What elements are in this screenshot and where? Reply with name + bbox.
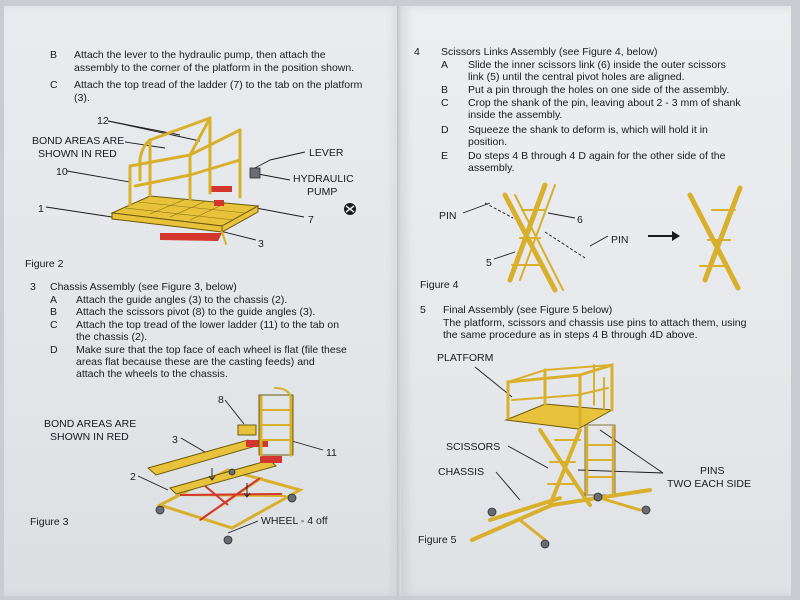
step-b-text-line2: assembly to the corner of the platform i…	[74, 62, 355, 74]
fig2-callout-10: 10	[56, 166, 68, 178]
step-3d-text-line3: attach the wheels to the chassis.	[76, 368, 228, 380]
step-b-text-line1: Attach the lever to the hydraulic pump, …	[74, 49, 326, 61]
fig5-scissors-label: SCISSORS	[446, 441, 501, 453]
fig3-callout-2: 2	[130, 471, 136, 483]
fig2-bond-note-line2: SHOWN IN RED	[38, 148, 117, 160]
fig2-callout-12: 12	[97, 115, 109, 127]
figure-5-caption: Figure 5	[418, 534, 457, 546]
fig4-callout-6: 6	[577, 214, 583, 226]
step-5-text-line2: the same procedure as in steps 4 B throu…	[443, 329, 698, 341]
step-4d-text-line2: position.	[468, 136, 508, 148]
fig5-chassis-label: CHASSIS	[438, 466, 485, 478]
figure-2-caption: Figure 2	[25, 258, 64, 270]
figure-5-final-assembly-drawing	[470, 362, 664, 549]
fig5-pins-label-line1: PINS	[700, 465, 725, 477]
fig2-bond-note-line1: BOND AREAS ARE	[32, 135, 125, 147]
left-page	[4, 6, 399, 596]
step-4e-letter: E	[441, 150, 449, 162]
step-c-text-line1: Attach the top tread of the ladder (7) t…	[74, 79, 363, 91]
step-b-letter: B	[50, 49, 58, 61]
step-4b-letter: B	[441, 84, 449, 96]
fig3-wheel-label: WHEEL - 4 off	[261, 515, 328, 527]
fig2-pump-label-line2: PUMP	[307, 186, 338, 198]
step-4d-letter: D	[441, 124, 449, 136]
step-5-text-line1: The platform, scissors and chassis use p…	[443, 317, 747, 329]
fig3-bond-note-line1: BOND AREAS ARE	[44, 418, 137, 430]
step-3c-letter: C	[50, 319, 58, 331]
step-3b-text: Attach the scissors pivot (8) to the gui…	[76, 306, 316, 318]
figure-3-caption: Figure 3	[30, 516, 69, 528]
step-4a-text-line2: link (5) until the central pivot holes a…	[468, 71, 685, 83]
step-4c-text-line1: Crop the shank of the pin, leaving about…	[468, 97, 741, 109]
figure-4-caption: Figure 4	[420, 279, 459, 291]
step-4e-text-line1: Do steps 4 B through 4 D again for the o…	[468, 150, 726, 162]
step-4c-letter: C	[441, 97, 449, 109]
step-3c-text-line1: Attach the top tread of the lower ladder…	[76, 319, 340, 331]
step-3d-text-line1: Make sure that the top face of each whee…	[76, 344, 347, 356]
fig3-callout-8: 8	[218, 394, 224, 406]
fig4-callout-5: 5	[486, 257, 492, 269]
fig2-pump-label-line1: HYDRAULIC	[293, 173, 354, 185]
fig2-callout-7: 7	[308, 214, 314, 226]
step-4-title: Scissors Links Assembly (see Figure 4, b…	[441, 46, 658, 58]
step-3a-letter: A	[50, 294, 58, 306]
step-3c-text-line2: the chassis (2).	[76, 331, 148, 343]
figure-2-platform-drawing	[45, 116, 356, 245]
fig4-pin-right-label: PIN	[611, 234, 629, 246]
fig5-platform-label: PLATFORM	[437, 352, 494, 364]
step-4-number: 4	[414, 46, 420, 58]
fig3-callout-3: 3	[172, 434, 178, 446]
step-4d-text-line1: Squeeze the shank to deform is, which wi…	[468, 124, 708, 136]
figure-4-scissors-drawing	[462, 182, 743, 293]
step-5-number: 5	[420, 304, 426, 316]
step-3d-letter: D	[50, 344, 58, 356]
step-3b-letter: B	[50, 306, 58, 318]
step-c-text-line2: (3).	[74, 92, 90, 104]
fig2-callout-3: 3	[258, 238, 264, 250]
step-4c-text-line2: inside the assembly.	[468, 109, 563, 121]
fig5-pins-label-line2: TWO EACH SIDE	[667, 478, 752, 490]
step-4e-text-line2: assembly.	[468, 162, 515, 174]
step-c-letter: C	[50, 79, 58, 91]
step-5-title: Final Assembly (see Figure 5 below)	[443, 304, 613, 316]
step-3-title: Chassis Assembly (see Figure 3, below)	[50, 281, 237, 293]
fig4-pin-left-label: PIN	[439, 210, 457, 222]
figure-3-chassis-drawing	[137, 387, 324, 545]
step-3a-text: Attach the guide angles (3) to the chass…	[76, 294, 288, 306]
step-4a-letter: A	[441, 59, 449, 71]
step-4b-text: Put a pin through the holes on one side …	[468, 84, 730, 96]
fig2-lever-label: LEVER	[309, 147, 344, 159]
fig3-bond-note-line2: SHOWN IN RED	[50, 431, 129, 443]
step-3-number: 3	[30, 281, 36, 293]
step-4a-text-line1: Slide the inner scissors link (6) inside…	[468, 59, 726, 71]
page-fold	[397, 6, 401, 596]
step-3d-text-line2: areas flat because these are the casting…	[76, 356, 315, 368]
fig2-callout-1: 1	[38, 203, 44, 215]
fig3-callout-11: 11	[326, 447, 337, 459]
